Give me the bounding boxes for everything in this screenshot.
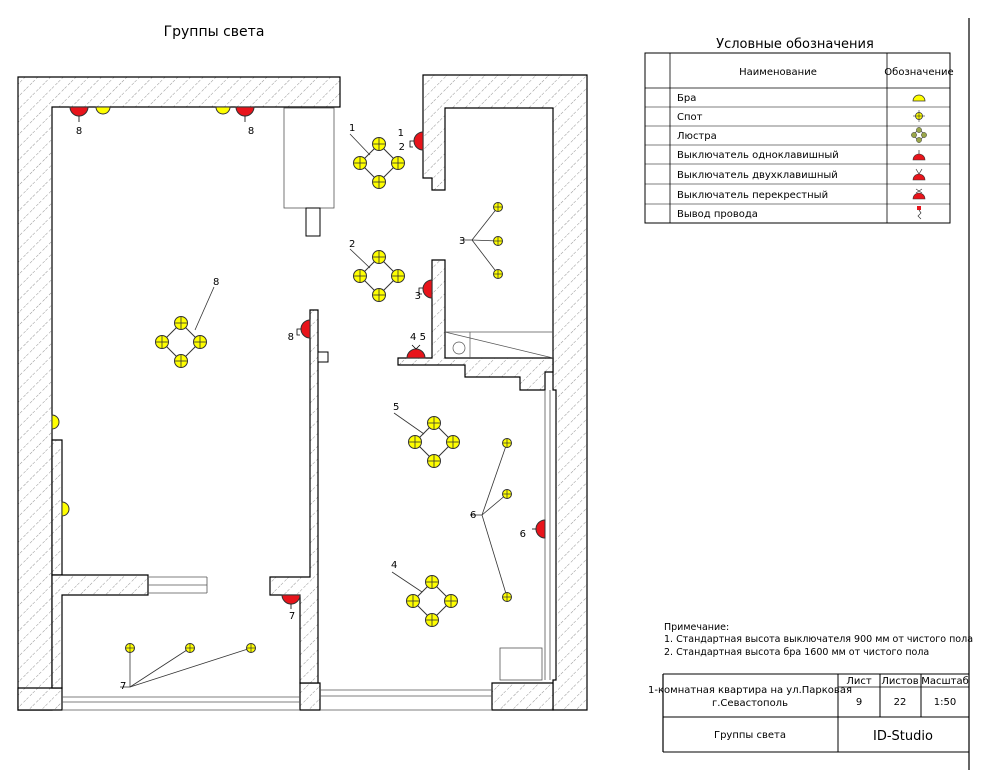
- legend-title: Условные обозначения: [716, 37, 874, 52]
- chandelier-icon: [409, 417, 460, 468]
- group-number: 4: [391, 560, 397, 571]
- group-number: 8: [248, 126, 254, 137]
- project-line-2: г.Севастополь: [712, 698, 788, 709]
- wire-outlet-icon: [917, 206, 922, 220]
- notes-heading: Примечание:: [664, 622, 729, 633]
- switch-icon: [300, 319, 311, 339]
- legend-row-label: Выключатель двухклавишный: [677, 170, 838, 181]
- switch-icon: [535, 519, 546, 539]
- interior-wall: [51, 574, 149, 689]
- outer-wall-right: [422, 74, 588, 711]
- sheets-label: Листов: [881, 676, 918, 687]
- group-labels: 8 8 1 2 1 2 3 3 4 5 8 8 5 6 6 4 7 7: [76, 123, 526, 692]
- drawing-name: Группы света: [714, 730, 786, 741]
- spot-icon: [502, 592, 512, 602]
- group-number: 8: [213, 277, 219, 288]
- group-number: 7: [289, 611, 295, 622]
- spot-icon: [493, 269, 503, 279]
- legend: Условные обозначения Наименование Обозна…: [644, 37, 954, 224]
- studio-name: ID-Studio: [873, 729, 933, 744]
- page-title: Группы света: [164, 24, 265, 40]
- sconce-icon: [51, 414, 60, 430]
- chandelier-icon: [911, 127, 927, 143]
- spot-icon: [502, 489, 512, 499]
- group-number: 2: [349, 239, 355, 250]
- chandelier-icon: [407, 576, 458, 627]
- legend-row-label: Выключатель перекрестный: [677, 190, 828, 201]
- group-number: 1: [349, 123, 355, 134]
- legend-col-symbol: Обозначение: [884, 67, 953, 78]
- group-number: 6: [470, 510, 476, 521]
- group-number: 3: [415, 291, 421, 302]
- switch-group: [69, 106, 546, 605]
- legend-row-label: Выключатель одноклавишный: [677, 150, 839, 161]
- project-line-1: 1-комнатная квартира на ул.Парковая: [648, 685, 852, 696]
- group-number: 3: [459, 236, 465, 247]
- notes: Примечание: 1. Стандартная высота выключ…: [664, 622, 973, 658]
- sheets-value: 22: [894, 697, 907, 708]
- switch-icon: [413, 131, 424, 151]
- floor-plan: [17, 74, 588, 711]
- group-number: 5: [393, 402, 399, 413]
- legend-row-label: Бра: [677, 93, 696, 104]
- group-number: 6: [520, 529, 526, 540]
- bottom-wall: [17, 687, 63, 711]
- spotlight-icon: [913, 110, 925, 122]
- spot-icon: [125, 643, 135, 653]
- switch-icon: [281, 594, 301, 605]
- sconce-icon: [61, 501, 70, 517]
- switch-icon: [422, 279, 433, 299]
- scale-value: 1:50: [934, 697, 956, 708]
- wall-sconce-icon: [912, 94, 926, 102]
- group-number: 8: [76, 126, 82, 137]
- double-switch-icon: [912, 168, 926, 181]
- group-number: 8: [288, 332, 294, 343]
- spot-icon: [493, 202, 503, 212]
- note-item: 1. Стандартная высота выключателя 900 мм…: [664, 634, 973, 645]
- title-block: 1-комнатная квартира на ул.Парковая г.Се…: [648, 673, 969, 753]
- legend-row-label: Люстра: [677, 131, 717, 142]
- legend-col-name: Наименование: [739, 67, 817, 78]
- chandelier-icon: [354, 251, 405, 302]
- group-number: 1: [398, 128, 404, 139]
- chandelier-icon: [156, 317, 207, 368]
- single-switch-icon: [912, 150, 926, 161]
- scale-label: Масштаб: [921, 676, 969, 687]
- switch-icon: [235, 106, 255, 117]
- note-item: 2. Стандартная высота бра 1600 мм от чис…: [664, 647, 929, 658]
- sheet-label: Лист: [846, 676, 872, 687]
- switch-icon: [69, 106, 89, 117]
- group-number: 4 5: [410, 332, 426, 343]
- group-number: 7: [120, 681, 126, 692]
- sconce-icon: [215, 106, 231, 115]
- spot-icon: [246, 643, 256, 653]
- legend-row-label: Вывод провода: [677, 209, 758, 220]
- spot-icon: [493, 236, 503, 246]
- sconce-icon: [95, 106, 111, 115]
- spot-icon: [185, 643, 195, 653]
- legend-row-label: Спот: [677, 112, 703, 123]
- sconce-group: [51, 106, 231, 517]
- switch-icon: [406, 348, 426, 359]
- sheet-value: 9: [856, 697, 862, 708]
- group-number: 2: [399, 142, 405, 153]
- cross-switch-icon: [912, 188, 926, 200]
- spot-icon: [502, 438, 512, 448]
